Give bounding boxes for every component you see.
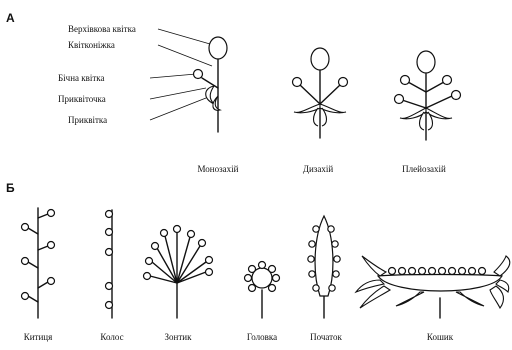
caption-head: Головка [247, 332, 277, 342]
section-b-label: Б [6, 181, 15, 195]
head-figure [245, 262, 280, 319]
caption-spike: Колос [100, 332, 123, 342]
caption-pleiochasium: Плейозахій [402, 164, 446, 174]
umbel-figure [144, 226, 213, 319]
bract [213, 96, 220, 110]
label-pedicel: Квітконіжка [68, 40, 115, 50]
spadix-figure [308, 216, 340, 318]
dichasium-figure [293, 48, 348, 138]
label-side-flower: Бічна квітка [58, 73, 105, 83]
caption-spadix: Початок [310, 332, 342, 342]
caption-capitulum: Кошик [427, 332, 454, 342]
pleiochasium-figure [395, 51, 461, 140]
section-a-label: А [6, 11, 15, 25]
leader-pedicel [158, 45, 212, 66]
bracteole [206, 86, 214, 104]
spike-figure [106, 210, 113, 318]
side-flower [194, 70, 203, 79]
leader-side-flower [150, 74, 196, 78]
monochasium-figure [194, 37, 228, 132]
capitulum-figure [356, 256, 510, 318]
raceme-figure [22, 208, 55, 318]
top-flower [209, 37, 227, 59]
caption-umbel: Зонтик [165, 332, 193, 342]
label-bract: Приквітка [68, 115, 107, 125]
leader-top-flower [158, 29, 210, 44]
leader-bract [150, 98, 206, 120]
caption-raceme: Китиця [24, 332, 53, 342]
label-bracteole: Приквіточка [58, 94, 106, 104]
label-top-flower: Верхівкова квітка [68, 24, 136, 34]
caption-dichasium: Дизахій [303, 164, 334, 174]
caption-monochasium: Монозахій [198, 164, 239, 174]
leader-bracteole [150, 88, 206, 99]
